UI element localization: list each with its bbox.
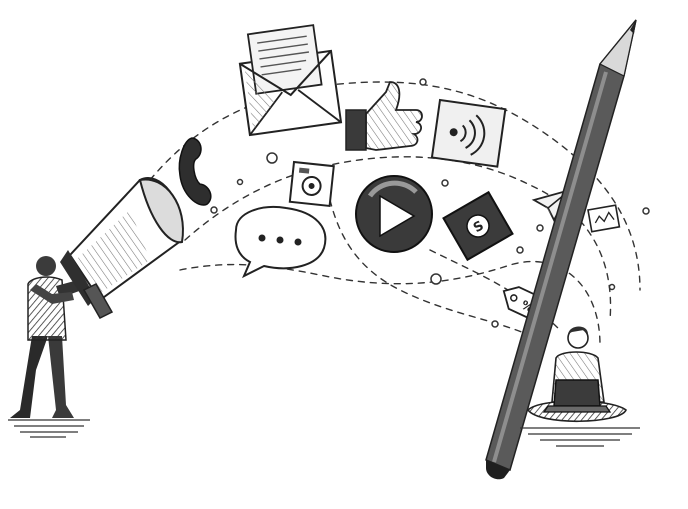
envelope-icon (238, 24, 343, 137)
megaphone-icon (60, 177, 184, 319)
telephone-icon (178, 137, 212, 206)
play-button-icon (355, 175, 433, 253)
sound-wave-icon (430, 98, 507, 168)
thumbs-up-icon (345, 81, 423, 151)
pencil-icon (485, 19, 637, 480)
small-card-icon (587, 204, 621, 233)
chat-bubble-icon (234, 206, 327, 279)
skype-icon: S (442, 190, 514, 262)
person-with-laptop (520, 326, 640, 447)
camera-icon (288, 160, 335, 208)
